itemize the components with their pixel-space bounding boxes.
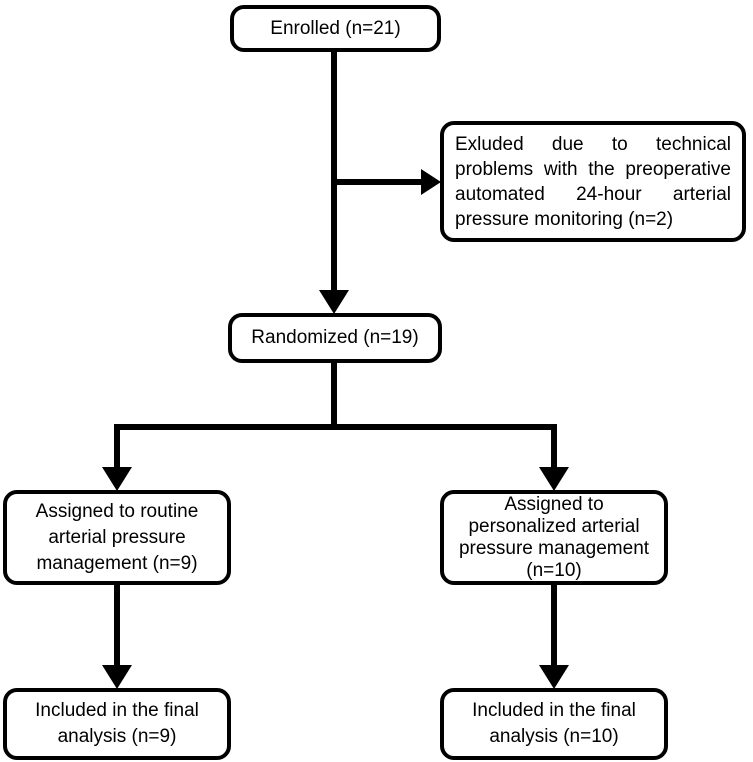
node-included-personalized-line: Included in the final (472, 700, 636, 721)
node-assigned-personalized-line: (n=10) (526, 559, 582, 581)
arrow-down-icon (102, 467, 132, 491)
node-excluded-line: automated 24-hour arterial (455, 183, 731, 205)
arrow-down-icon (539, 467, 569, 491)
node-assigned-personalized-line: pressure management (458, 537, 650, 559)
connector-assigned-right-to-included (551, 585, 557, 667)
node-assigned-routine-line: Assigned to routine (35, 500, 199, 522)
connector-assigned-left-to-included (114, 585, 120, 667)
connector-branch-to-excluded (331, 179, 421, 185)
node-enrolled-label: Enrolled (n=21) (270, 17, 401, 39)
connector-split-bar (114, 424, 557, 430)
node-assigned-personalized: Assigned to personalized arterial pressu… (440, 490, 668, 585)
node-included-routine-line: Included in the final (35, 700, 199, 721)
node-included-personalized: Included in the final analysis (n=10) (440, 688, 668, 760)
node-excluded-line: Exluded due to technical (455, 133, 731, 155)
arrow-down-icon (102, 665, 132, 689)
node-assigned-routine-line: arterial pressure (48, 526, 186, 548)
node-assigned-routine: Assigned to routine arterial pressure ma… (3, 490, 231, 585)
node-included-routine: Included in the final analysis (n=9) (3, 688, 231, 760)
node-assigned-routine-line: management (n=9) (36, 552, 198, 574)
node-assigned-personalized-line: personalized arterial (468, 515, 640, 537)
connector-enrolled-to-randomized (331, 52, 337, 291)
node-included-personalized-line: analysis (n=10) (489, 726, 619, 747)
connector-split-right-arm (551, 424, 557, 469)
node-enrolled: Enrolled (n=21) (230, 5, 441, 52)
node-randomized: Randomized (n=19) (228, 313, 442, 363)
node-assigned-personalized-line: Assigned to (504, 493, 604, 515)
arrow-down-icon (319, 290, 349, 314)
node-excluded-line: pressure monitoring (n=2) (455, 208, 674, 230)
node-included-routine-line: analysis (n=9) (57, 726, 177, 747)
node-randomized-label: Randomized (n=19) (251, 327, 419, 348)
arrow-down-icon (539, 665, 569, 689)
node-excluded-line: problems with the preoperative (455, 158, 731, 180)
connector-randomized-to-split (331, 363, 337, 427)
connector-split-left-arm (114, 424, 120, 469)
node-excluded: Exluded due to technical problems with t… (440, 121, 746, 242)
arrow-right-icon (421, 169, 441, 195)
